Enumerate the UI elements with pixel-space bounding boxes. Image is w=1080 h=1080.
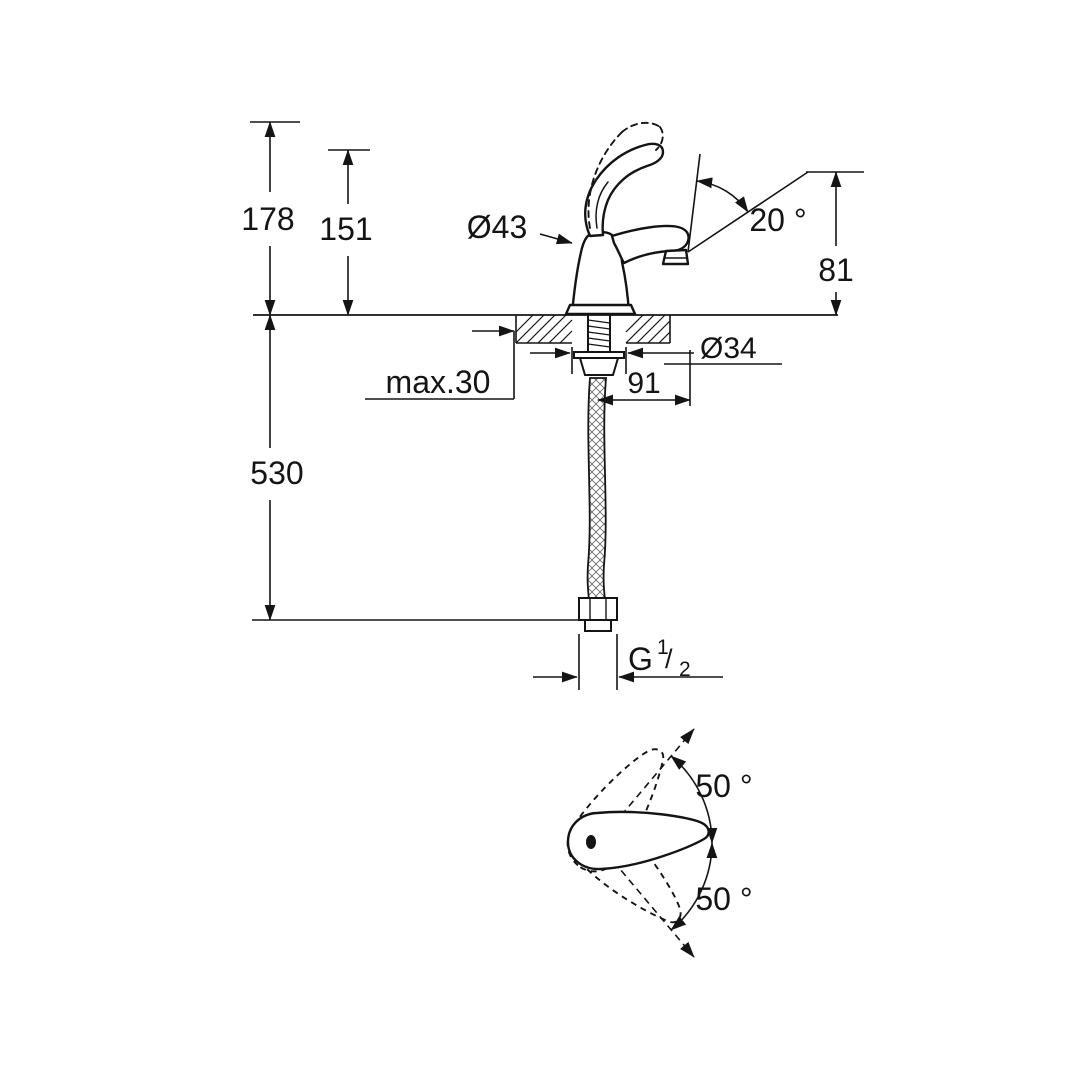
connector-hex-nut (578, 597, 618, 621)
mounting-nut (578, 357, 620, 376)
label-thread-g12: G 1 / 2 (628, 636, 691, 681)
angle-arc-20 (696, 177, 749, 213)
faucet-side-view (564, 121, 690, 316)
label-swing-upper: 50 ° (695, 768, 752, 804)
label-deck-thickness: max.30 (386, 364, 491, 400)
lever-inner-detail (595, 181, 609, 229)
label-thread-denominator: 2 (679, 658, 691, 681)
label-thread-slash: / (665, 644, 673, 674)
dim-body-diameter (539, 233, 573, 245)
dimension-labels: 178 151 530 81 Ø43 20 ° max.30 Ø34 91 G … (241, 201, 853, 917)
deck-cross-section-left (515, 314, 573, 344)
handle-pivot-dot (586, 835, 596, 849)
dim-o43-leader (539, 233, 573, 245)
deck-hatch-left (515, 314, 573, 344)
dim-hose-length (252, 314, 578, 621)
dim-body-height (328, 149, 370, 316)
under-deck-assembly (573, 315, 625, 632)
dim-total-height (250, 121, 300, 316)
dim-deck-thickness (365, 325, 515, 400)
base-flange (564, 303, 637, 316)
label-body-diameter: Ø43 (467, 209, 527, 245)
dim-outlet-height (806, 171, 864, 316)
label-swing-lower: 50 ° (695, 881, 752, 917)
lever-raised-position-dashed (587, 121, 664, 229)
swing-arc-upper (670, 755, 718, 844)
label-spout-angle: 20 ° (749, 202, 806, 238)
swing-arc-lower (670, 842, 718, 931)
deck-hatch-right (625, 314, 671, 344)
threaded-shank (587, 315, 611, 352)
hose-end-connector (578, 597, 618, 632)
label-spout-projection: 91 (627, 367, 660, 400)
dim-hole-diameter (530, 347, 782, 374)
deck-cross-section-right (625, 314, 671, 344)
label-body-height: 151 (319, 211, 372, 247)
shank-threads (587, 319, 611, 348)
label-thread-letter: G (628, 641, 653, 677)
label-thread-numerator: 1 (657, 636, 669, 659)
lever-handle-outline (584, 142, 665, 238)
dim-thread (533, 634, 723, 690)
handle-top-view (553, 728, 718, 958)
angle-ray-steep (687, 153, 701, 253)
flexible-hose (586, 377, 607, 601)
dim-spout-projection (597, 350, 691, 406)
spout-outline (610, 224, 690, 265)
aerator (661, 248, 690, 266)
dim-spout-angle (687, 153, 809, 253)
connector-collar (584, 619, 612, 632)
label-hose-length: 530 (250, 455, 303, 491)
label-total-height: 178 (241, 201, 294, 237)
dimension-annotations (250, 121, 864, 690)
label-outlet-height: 81 (818, 252, 854, 288)
label-hole-diameter: Ø34 (700, 332, 757, 365)
